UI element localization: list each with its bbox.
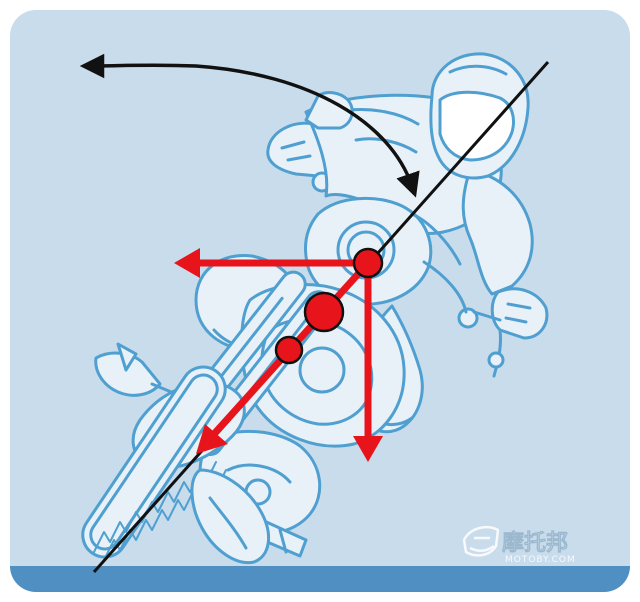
watermark-brand-en: MOTOBY.COM xyxy=(505,555,576,565)
center-of-mass-dot-upper xyxy=(352,247,384,279)
center-of-mass-dot-large xyxy=(303,291,345,333)
watermark-brand-cn: 摩托邦 xyxy=(502,530,568,556)
force-vector-down-head xyxy=(353,436,383,462)
force-vector-diagonal-head xyxy=(196,424,228,454)
force-vector-left-head xyxy=(174,248,200,278)
force-vectors xyxy=(174,247,384,462)
center-of-mass-dot-small xyxy=(274,335,304,365)
watermark: 摩托邦 MOTOBY.COM xyxy=(462,526,576,565)
rotation-arrow xyxy=(79,53,420,198)
ground-strip xyxy=(10,566,630,592)
watermark-logo-icon xyxy=(462,526,500,557)
